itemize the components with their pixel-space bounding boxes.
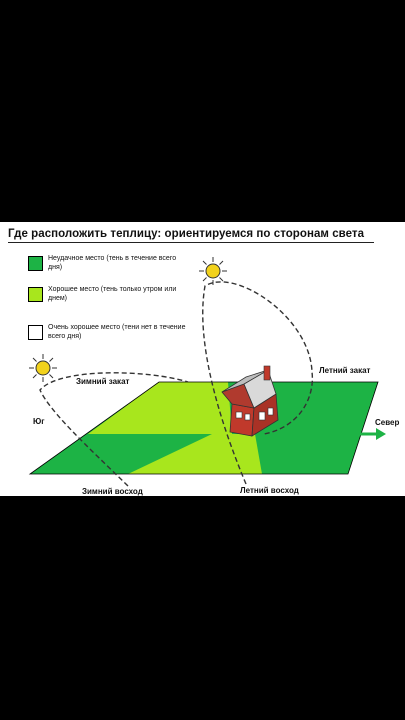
legend-swatch-good	[28, 287, 43, 302]
south-label: Юг	[33, 417, 45, 426]
winter-sun-path	[39, 372, 189, 487]
summer-sun-path	[202, 281, 314, 485]
summer-sunset-label: Летний закат	[319, 366, 371, 375]
arrow-right-icon	[360, 428, 386, 440]
partial-shade-zone-left	[88, 382, 232, 434]
ground-outline	[28, 381, 379, 475]
diagram-panel: Зимний закат Летний закат Юг Север Зимни…	[0, 222, 405, 496]
north-label: Север	[375, 418, 399, 427]
title-underline	[8, 242, 374, 243]
diagram-title: Где расположить теплицу: ориентируемся п…	[8, 228, 365, 240]
legend-swatch-bad	[28, 256, 43, 271]
legend-text-bad: Неудачное место (тень в течение всего дн…	[48, 255, 177, 271]
legend-swatch-very-good	[28, 325, 43, 340]
house-icon	[221, 365, 279, 437]
diagram-scene: Зимний закат Летний закат Юг Север Зимни…	[28, 257, 399, 496]
winter-sunrise-label: Зимний восход	[82, 487, 143, 496]
sun-icon	[29, 354, 57, 382]
summer-sunrise-label: Летний восход	[240, 486, 299, 495]
legend-text-very-good: Очень хорошее место (тени нет в течение …	[48, 324, 186, 340]
partial-shade-zone-bottom	[128, 434, 262, 474]
sun-icon	[199, 257, 227, 285]
legend-text-good: Хорошее место (тень только утром или дне…	[48, 286, 177, 302]
winter-sunset-label: Зимний закат	[76, 377, 130, 386]
